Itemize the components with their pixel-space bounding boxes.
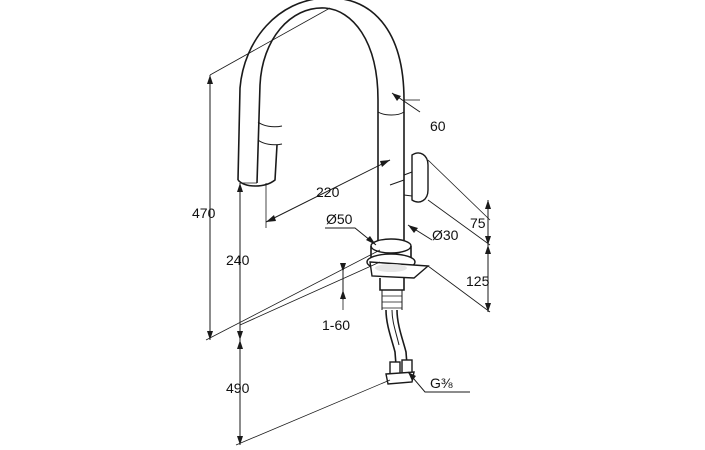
label-connection-thread: G⅜ — [430, 375, 453, 391]
label-handle-height: 75 — [470, 215, 486, 231]
label-base-diameter: Ø50 — [326, 211, 353, 227]
label-total-height: 470 — [192, 205, 216, 221]
label-spout-height: 240 — [226, 252, 250, 268]
label-base-height: 125 — [466, 273, 490, 289]
label-counter-thickness: 1-60 — [322, 317, 350, 333]
label-reach: 220 — [316, 184, 340, 200]
label-body-diameter: Ø30 — [432, 227, 459, 243]
dimension-arrows — [207, 75, 491, 445]
label-pullout-width: 60 — [430, 118, 446, 134]
label-below-counter: 490 — [226, 380, 250, 396]
dimension-lines — [205, 7, 491, 446]
faucet-outline — [237, 0, 430, 385]
